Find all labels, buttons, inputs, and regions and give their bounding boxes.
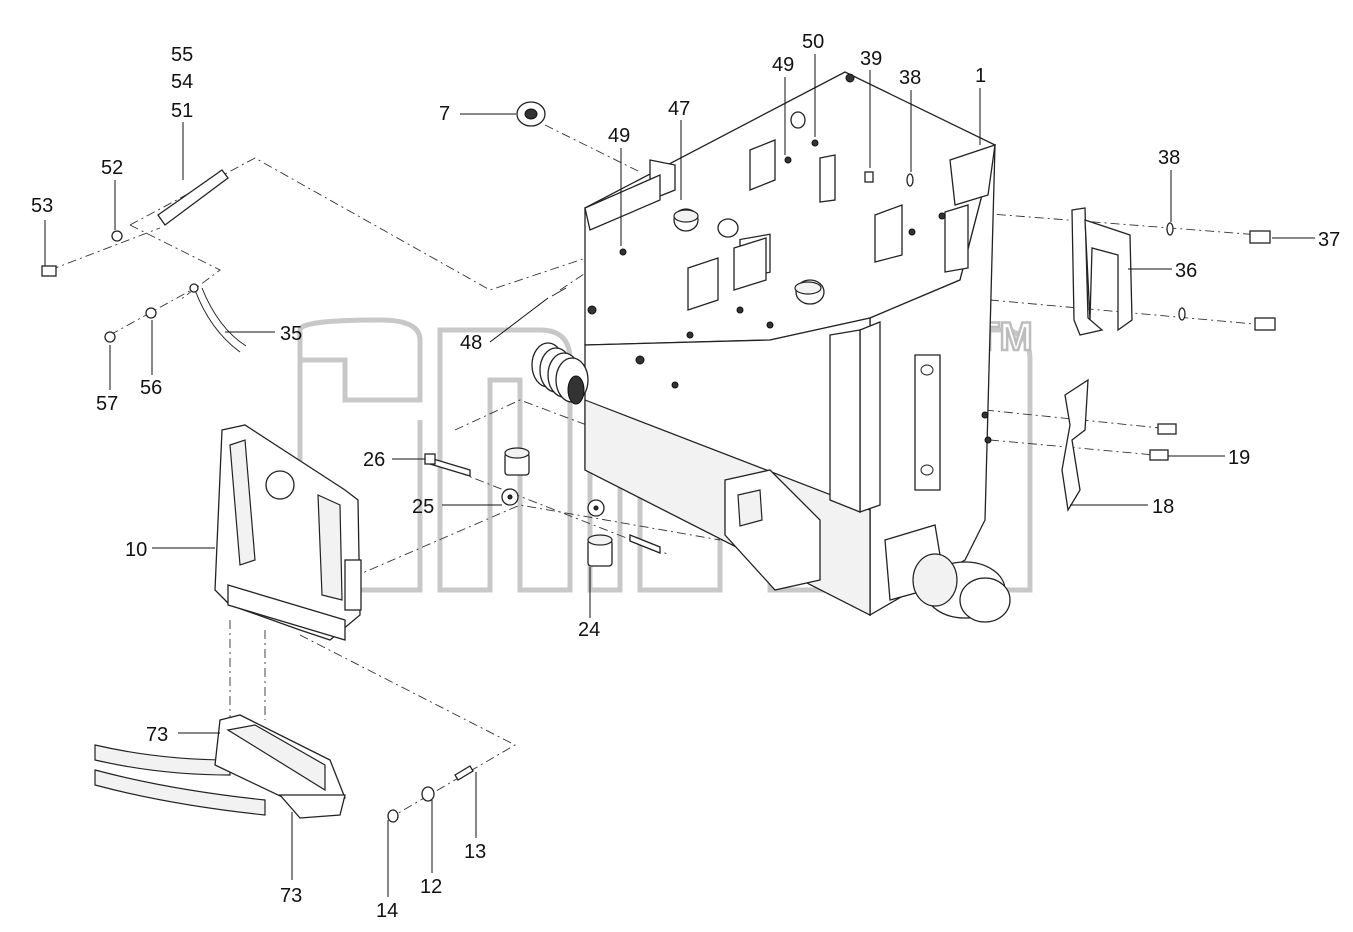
callout-73-bottom: 73	[280, 885, 302, 907]
callout-14: 14	[376, 900, 398, 922]
callout-7: 7	[439, 103, 450, 125]
callout-35: 35	[280, 323, 302, 345]
callout-38-top: 38	[899, 67, 921, 89]
callout-38-right: 38	[1158, 147, 1180, 169]
leader-lines	[44, 54, 1315, 897]
main-housing-part-1	[531, 71, 1011, 623]
callout-53: 53	[31, 195, 53, 217]
callout-48: 48	[460, 332, 482, 354]
callout-52: 52	[101, 157, 123, 179]
bellows	[531, 342, 589, 405]
callout-26: 26	[363, 449, 385, 471]
callout-19: 19	[1228, 447, 1250, 469]
callout-39: 39	[860, 48, 882, 70]
callout-49-right: 49	[772, 54, 794, 76]
callout-36: 36	[1175, 260, 1197, 282]
callout-1: 1	[975, 65, 986, 87]
callout-24: 24	[578, 619, 600, 641]
callout-13: 13	[464, 841, 486, 863]
callout-49-left: 49	[608, 125, 630, 147]
callout-labels: 55 54 51 52 53 35 57 56 7 49 47 49 50 39…	[31, 31, 1340, 922]
callout-73-top: 73	[146, 724, 168, 746]
callout-55: 55	[171, 44, 193, 66]
ecu-part-10	[214, 424, 362, 641]
callout-18: 18	[1152, 496, 1174, 518]
callout-25: 25	[412, 496, 434, 518]
callout-50: 50	[802, 31, 824, 53]
callout-57: 57	[96, 393, 118, 415]
callout-10: 10	[125, 539, 147, 561]
callout-47: 47	[668, 98, 690, 120]
callout-37: 37	[1318, 229, 1340, 251]
callout-12: 12	[420, 876, 442, 898]
small-parts	[41, 101, 1276, 823]
connector-part-73	[94, 714, 346, 819]
callout-54: 54	[171, 71, 193, 93]
callout-56: 56	[140, 377, 162, 399]
callout-51: 51	[171, 100, 193, 122]
